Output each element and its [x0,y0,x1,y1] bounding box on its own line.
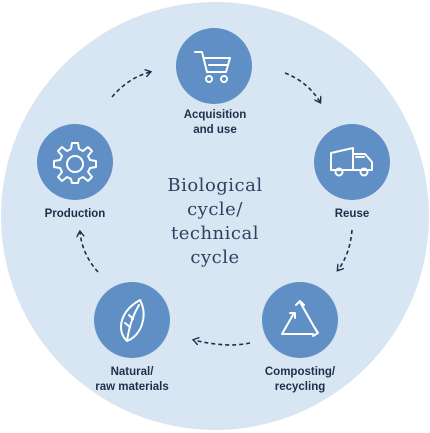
arrow-acquisition-to-reuse [284,72,320,102]
recycling-triangle-icon [277,299,323,341]
node-natural [94,282,170,358]
node-composting [262,282,338,358]
center-line-1: Biological [167,175,263,196]
gear-icon [53,140,97,184]
node-production [37,124,113,200]
shopping-cart-icon [192,46,236,86]
label-production: Production [44,208,106,220]
truck-icon [327,145,377,179]
center-title: Biological cycle/ technical cycle [145,174,285,270]
center-line-3: technical [171,223,259,244]
leaf-icon [114,297,150,343]
label-composting: Composting/ recycling [264,366,336,393]
node-reuse [314,124,390,200]
arrow-composting-to-natural [194,340,251,346]
arrow-natural-to-production [80,232,99,273]
label-natural: Natural/ raw materials [95,366,169,393]
center-line-4: cycle [190,247,240,268]
label-acquisition: Acquisition and use [183,109,247,136]
node-acquisition [176,28,252,104]
arrow-production-to-acquisition [111,72,150,98]
center-line-2: cycle/ [187,199,243,220]
arrow-reuse-to-composting [338,229,353,270]
label-reuse: Reuse [334,208,370,220]
